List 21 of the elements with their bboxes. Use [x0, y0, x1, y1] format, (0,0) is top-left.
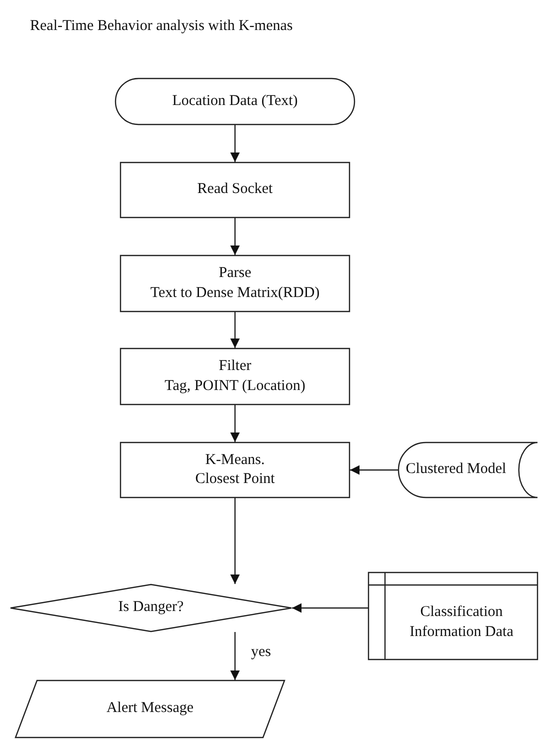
arrow [230, 405, 240, 442]
arrow [230, 312, 240, 348]
node-label: K-Means. [205, 450, 265, 470]
node-label: Read Socket [197, 180, 273, 200]
node-label: Parse [218, 264, 252, 283]
arrow [230, 498, 240, 584]
diagram-title: Real-Time Behavior analysis with K-menas [30, 18, 293, 35]
arrow [230, 125, 240, 162]
node-label: Tag, POINT (Location) [164, 376, 306, 396]
arrow [230, 218, 240, 255]
node-label: Clustered Model [406, 460, 506, 480]
node-label: Location Data (Text) [172, 92, 298, 111]
node-label: Filter [218, 357, 252, 376]
node-label: Closest Point [195, 470, 275, 489]
node-label: Text to Dense Matrix(RDD) [150, 284, 320, 302]
arrow [350, 465, 398, 475]
node-label: Is Danger? [118, 598, 184, 618]
arrow [292, 603, 368, 613]
arrow [230, 632, 240, 680]
node-label: Alert Message [106, 699, 194, 718]
node-label: Classification Information Data [408, 603, 514, 642]
